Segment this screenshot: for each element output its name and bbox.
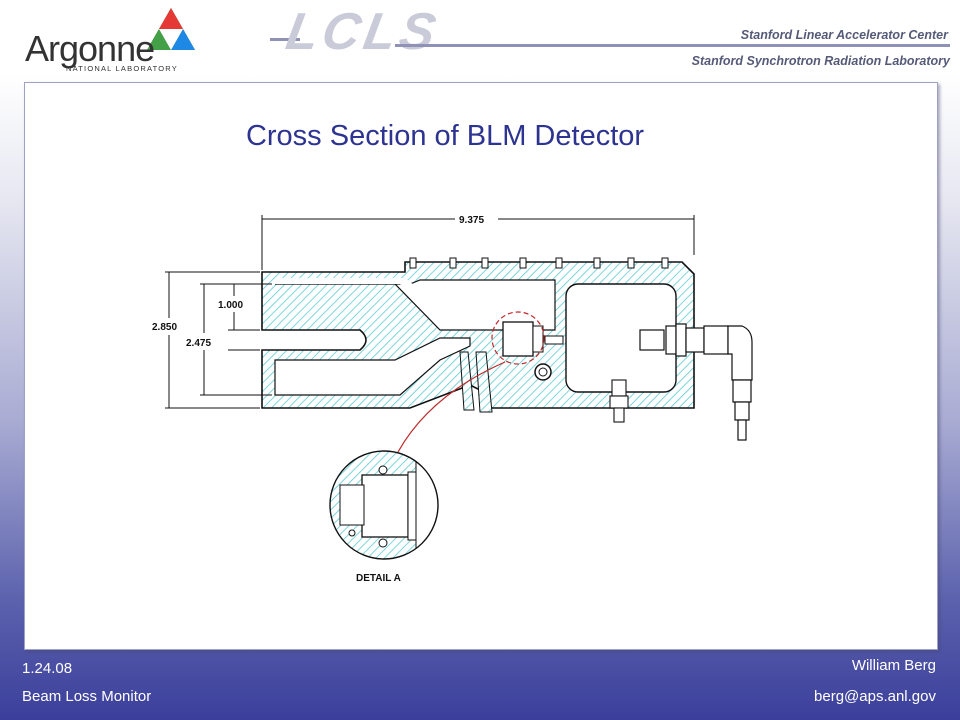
slide-header: Argonne NATIONAL LABORATORY LCLS Stanfor… bbox=[0, 0, 960, 78]
dim-inner-height-label: 2.475 bbox=[186, 338, 211, 349]
argonne-logo-text: Argonne bbox=[25, 28, 155, 69]
footer-topic: Beam Loss Monitor bbox=[22, 688, 152, 705]
detail-a-label: DETAIL A bbox=[356, 573, 401, 584]
slide-title: Cross Section of BLM Detector bbox=[245, 120, 645, 152]
slac-name: Stanford Linear Accelerator Center bbox=[740, 28, 948, 42]
dim-length-label: 9.375 bbox=[459, 215, 484, 226]
dim-outer-height-label: 2.850 bbox=[152, 322, 177, 333]
footer-author: William Berg bbox=[851, 657, 936, 674]
header-rule-left bbox=[270, 38, 300, 41]
footer-email: berg@aps.anl.gov bbox=[814, 688, 936, 705]
argonne-logo-icon bbox=[147, 8, 195, 50]
header-rule-top bbox=[395, 44, 950, 47]
detail-a-view bbox=[329, 450, 439, 560]
dim-slot-label: 1.000 bbox=[218, 300, 243, 311]
detail-callout bbox=[397, 311, 545, 453]
detector-body bbox=[261, 257, 753, 441]
footer-date: 1.24.08 bbox=[22, 660, 73, 677]
argonne-logo-subtitle: NATIONAL LABORATORY bbox=[66, 64, 178, 73]
ssrl-name: Stanford Synchrotron Radiation Laborator… bbox=[691, 54, 950, 68]
dimension-lines bbox=[165, 215, 695, 409]
